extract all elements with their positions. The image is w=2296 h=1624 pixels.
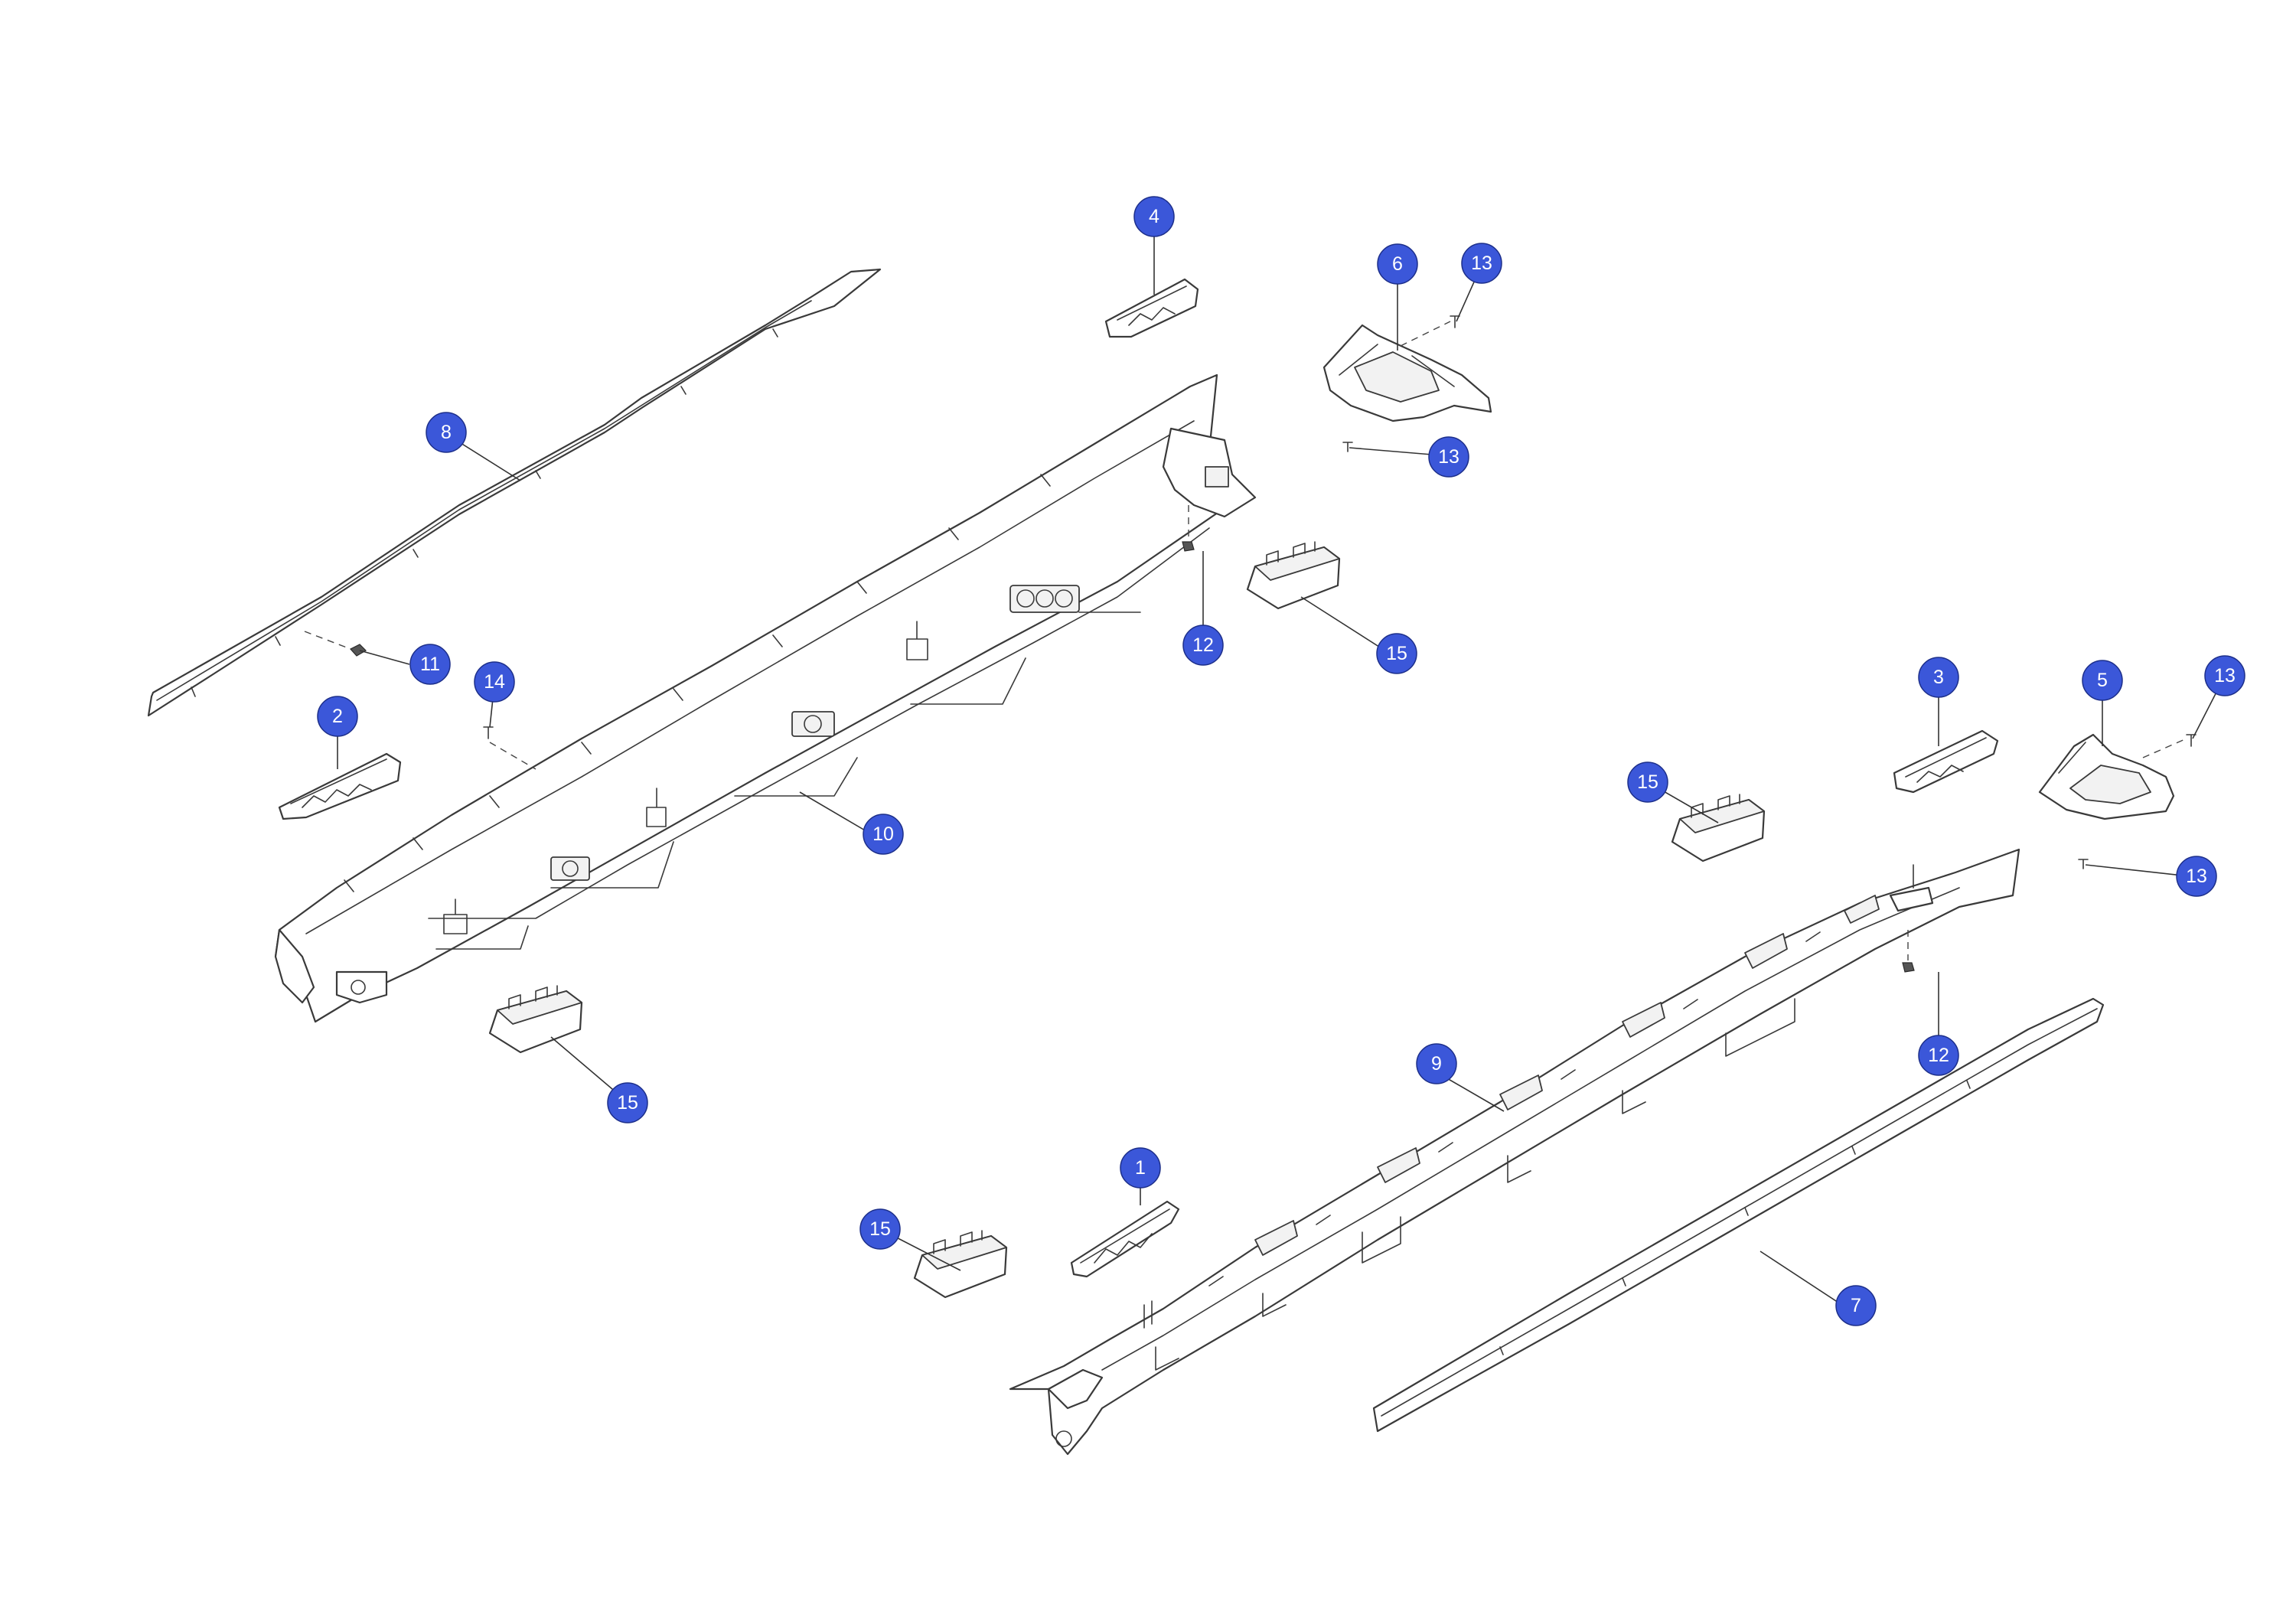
- callout-15-b[interactable]: 15: [1376, 633, 1417, 674]
- part-3-bracket[interactable]: [1893, 729, 1999, 794]
- svg-text:15: 15: [617, 1092, 638, 1114]
- svg-text:4: 4: [1149, 206, 1159, 227]
- svg-text:14: 14: [484, 671, 505, 693]
- callout-13-c[interactable]: 13: [2204, 655, 2245, 696]
- callouts: 1 2 3 4 5 6 7 8 9 10 11 12 12 13 13 13 1…: [317, 196, 2245, 1326]
- callout-12-lower[interactable]: 12: [1918, 1035, 1959, 1076]
- svg-text:13: 13: [2214, 665, 2236, 686]
- part-14-screw[interactable]: [483, 726, 494, 739]
- part-5-corner-bracket[interactable]: [2038, 733, 2175, 820]
- part-7-lower-trim-strip[interactable]: [1372, 997, 2105, 1433]
- callout-3[interactable]: 3: [1918, 657, 1959, 698]
- part-4-bracket[interactable]: [1104, 278, 1199, 338]
- svg-text:6: 6: [1392, 253, 1403, 275]
- callout-4[interactable]: 4: [1133, 196, 1175, 237]
- svg-text:11: 11: [420, 654, 440, 675]
- part-15-block-b[interactable]: [1246, 541, 1341, 610]
- part-13-screw-b[interactable]: [1342, 442, 1353, 452]
- callout-15-a[interactable]: 15: [607, 1082, 648, 1123]
- callout-9[interactable]: 9: [1416, 1043, 1457, 1084]
- callout-6[interactable]: 6: [1377, 243, 1418, 285]
- part-12-nut-upper[interactable]: [1182, 541, 1195, 552]
- callout-14[interactable]: 14: [474, 661, 515, 703]
- part-13-screw-a[interactable]: [1450, 315, 1460, 328]
- callout-13-d[interactable]: 13: [2176, 856, 2217, 897]
- part-15-block-d[interactable]: [913, 1230, 1008, 1299]
- callout-15-c[interactable]: 15: [1627, 761, 1668, 803]
- svg-text:7: 7: [1851, 1295, 1861, 1316]
- callout-15-d[interactable]: 15: [859, 1208, 901, 1250]
- svg-text:12: 12: [1928, 1045, 1949, 1066]
- part-9-lower-sill-panel[interactable]: [1009, 848, 2020, 1456]
- part-6-corner-bracket[interactable]: [1322, 324, 1492, 422]
- callout-5[interactable]: 5: [2082, 660, 2123, 701]
- svg-text:13: 13: [1438, 446, 1459, 468]
- svg-text:5: 5: [2097, 670, 2108, 691]
- svg-text:9: 9: [1431, 1053, 1442, 1075]
- callout-12-upper[interactable]: 12: [1182, 624, 1224, 666]
- svg-text:1: 1: [1135, 1157, 1146, 1179]
- part-2-bracket[interactable]: [278, 752, 402, 820]
- svg-text:15: 15: [1386, 643, 1407, 664]
- svg-text:15: 15: [869, 1218, 891, 1240]
- part-13-screw-d[interactable]: [2078, 859, 2089, 869]
- callout-1[interactable]: 1: [1120, 1147, 1161, 1189]
- svg-text:13: 13: [1471, 253, 1492, 274]
- svg-text:13: 13: [2186, 866, 2207, 887]
- callout-13-a[interactable]: 13: [1461, 243, 1502, 284]
- callout-8[interactable]: 8: [426, 412, 467, 453]
- part-8-upper-trim-strip[interactable]: [147, 268, 882, 717]
- callout-2[interactable]: 2: [317, 696, 358, 737]
- callout-7[interactable]: 7: [1835, 1285, 1877, 1326]
- svg-text:15: 15: [1637, 771, 1658, 793]
- callout-10[interactable]: 10: [863, 814, 904, 855]
- part-11-clip[interactable]: [350, 644, 367, 657]
- svg-text:12: 12: [1192, 634, 1214, 656]
- svg-text:2: 2: [332, 706, 343, 727]
- part-15-block-a[interactable]: [488, 985, 583, 1054]
- svg-text:3: 3: [1933, 667, 1944, 688]
- part-15-block-c[interactable]: [1671, 794, 1766, 863]
- part-1-bracket[interactable]: [1070, 1200, 1180, 1278]
- assembly-lines: [304, 321, 2187, 960]
- part-12-nut-lower[interactable]: [1902, 962, 1915, 973]
- callout-11[interactable]: 11: [409, 644, 451, 685]
- svg-text:10: 10: [872, 823, 894, 845]
- callout-13-b[interactable]: 13: [1428, 436, 1469, 478]
- part-10-upper-sill-panel[interactable]: [274, 373, 1257, 1023]
- svg-text:8: 8: [441, 422, 452, 443]
